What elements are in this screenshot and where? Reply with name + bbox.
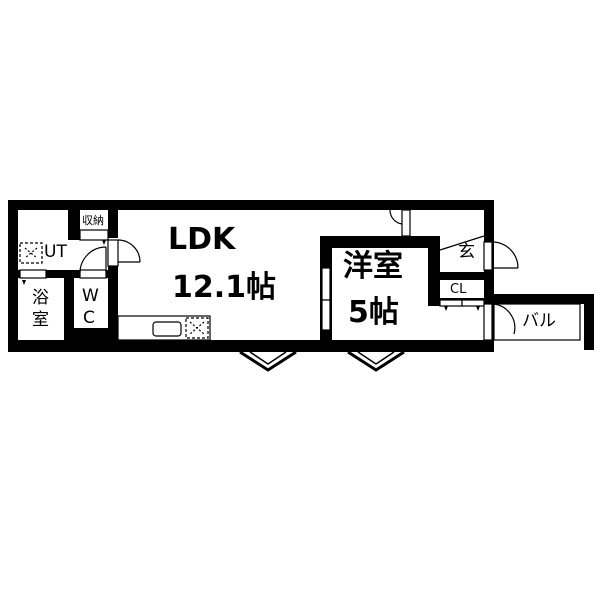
wc-label-line2: C [83, 308, 95, 328]
entrance-label: 玄 [458, 242, 475, 262]
wc-label-line1: W [82, 286, 99, 306]
closet-label: CL [450, 282, 467, 297]
western-room-size: 5帖 [348, 295, 399, 330]
storage-label: 収納 [82, 214, 104, 227]
bath-label-line1: 浴 [32, 288, 49, 308]
bath-label-line2: 室 [32, 310, 49, 330]
ut-label: UT [44, 242, 67, 262]
ldk-size: 12.1帖 [172, 270, 277, 305]
balcony-label: バル [522, 311, 556, 331]
ldk-name: LDK [168, 222, 236, 257]
western-room-name: 洋室 [343, 249, 403, 284]
